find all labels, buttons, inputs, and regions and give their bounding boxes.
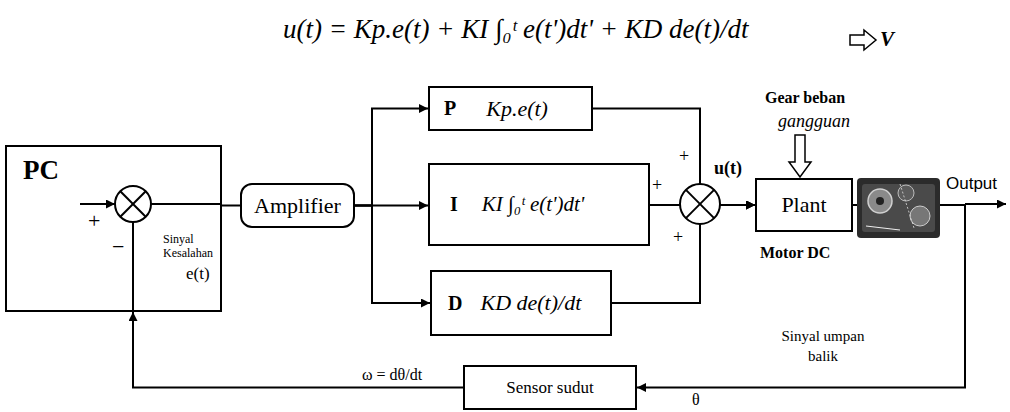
box-title: Sensor sudut <box>506 378 593 398</box>
photo-gear <box>868 189 892 213</box>
box-formula: Kp.e(t) <box>486 96 548 122</box>
implies-arrow <box>850 30 876 50</box>
photo-plate <box>862 184 935 232</box>
disturbance-name: Gear beban <box>765 89 845 107</box>
box-title: Plant <box>781 192 826 218</box>
summing-junction <box>680 184 720 224</box>
signal-connector <box>355 109 428 206</box>
sign-mark: + <box>652 175 662 196</box>
signal-name: θ <box>692 391 700 409</box>
system-box: PC <box>5 145 222 312</box>
box-title: P <box>444 97 456 120</box>
box-title: PC <box>23 155 59 186</box>
part-name: Motor DC <box>760 244 830 262</box>
signal-connector <box>355 205 428 207</box>
signal-name: Sinyal umpan balik <box>775 326 871 366</box>
box-title: D <box>448 292 462 315</box>
plant-box: Plant <box>755 178 853 232</box>
box-formula: KI ∫₀ᵗ e(t')dt' <box>482 192 585 217</box>
box-title: I <box>450 193 458 216</box>
photo-gear <box>898 185 914 201</box>
disturbance-arrow <box>789 135 811 177</box>
signal-connector <box>222 205 240 207</box>
output-wire <box>965 203 1006 205</box>
sign-mark: + <box>88 208 100 233</box>
signal-name: e(t) <box>186 264 210 284</box>
integral-box: I KI ∫₀ᵗ e(t')dt' <box>428 163 650 246</box>
signal-connector <box>637 205 965 388</box>
proportional-box: P Kp.e(t) <box>428 86 593 131</box>
junction-circle <box>680 184 720 224</box>
sign-mark: − <box>112 234 124 259</box>
disturbance-name: gangguan <box>778 111 850 132</box>
junction-cross <box>686 190 714 218</box>
control-law: u(t) = Kp.e(t) + KI ∫₀ᵗ e(t')dt' + KD de… <box>283 14 748 45</box>
photo-marking <box>900 184 914 228</box>
sign-mark: + <box>673 227 683 248</box>
amplifier-box: Amplifier <box>240 183 355 228</box>
derivative-box: D KD de(t)/dt <box>430 270 612 336</box>
box-formula: KD de(t)/dt <box>480 290 581 316</box>
signal-name: u(t) <box>714 158 742 179</box>
junction-cross <box>686 190 714 218</box>
photo-gear <box>910 206 930 226</box>
signal-connector <box>355 206 430 304</box>
photo-marking <box>866 226 900 230</box>
photo-base <box>857 178 940 238</box>
output-symbol: V <box>880 27 894 51</box>
signal-formula: ω = dθ/dt <box>362 366 422 384</box>
sign-mark: + <box>679 146 689 167</box>
box-title: Amplifier <box>254 193 341 219</box>
signal-name: Sinyal Kesalahan <box>163 232 227 260</box>
motor-photo <box>857 178 940 238</box>
signal-connector <box>650 204 755 206</box>
sensor-box: Sensor sudut <box>463 365 637 410</box>
photo-hub <box>876 197 884 205</box>
signal-name: Output <box>946 174 997 194</box>
signal-connector <box>133 312 463 388</box>
